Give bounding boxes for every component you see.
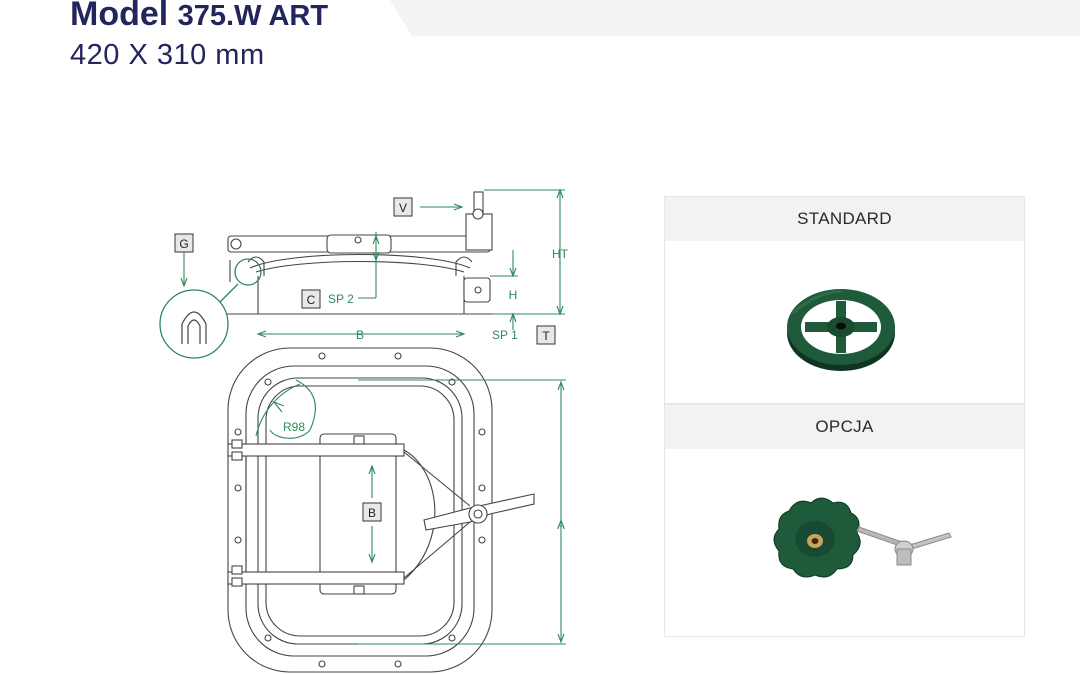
- top-dimensions: [255, 379, 566, 645]
- dimension-texts: HT H SP 1 SP 2 B A R98: [283, 247, 569, 532]
- handle-hub: [468, 504, 488, 524]
- wing-nut-icon: [856, 526, 952, 566]
- technical-drawing: V G C T B HT H SP 1 SP 2 B A R98: [159, 188, 569, 673]
- standard-header: STANDARD: [665, 197, 1024, 241]
- label-box-b: [362, 502, 382, 522]
- label-box-v: [393, 197, 413, 217]
- standard-image-area: [665, 241, 1024, 403]
- handwheel-icon: [787, 289, 895, 371]
- detail-g: [159, 258, 262, 359]
- outer-flange: [227, 347, 493, 673]
- lid-plate: [319, 433, 397, 595]
- title-model-number: 375.W ART: [177, 0, 329, 32]
- label-t: T: [542, 329, 550, 343]
- lid-dome: [249, 253, 471, 269]
- dim-h: H: [509, 288, 518, 302]
- dim-ht: HT: [552, 247, 569, 261]
- top-view: [227, 347, 535, 673]
- radius-callout: [269, 379, 316, 439]
- knob-and-wing-nut-icon: [773, 497, 952, 578]
- label-boxes: V G C T B: [174, 197, 556, 522]
- label-box-g: [174, 233, 194, 253]
- hinge-pin: [230, 238, 242, 250]
- lid-dome-inner: [255, 260, 465, 273]
- clamp-arc: [403, 449, 436, 581]
- header-band: [390, 0, 1080, 36]
- hinge-bar-bottom: [227, 571, 405, 585]
- right-seal: [455, 256, 473, 276]
- latch-block: [463, 277, 491, 303]
- standard-panel: STANDARD: [664, 196, 1025, 404]
- side-view: [226, 191, 495, 315]
- label-c: C: [307, 293, 316, 307]
- label-box-t: [536, 325, 556, 345]
- side-dimensions: [180, 188, 565, 338]
- dim-sp1: SP 1: [492, 328, 518, 342]
- option-title: OPCJA: [815, 417, 874, 436]
- label-box-c: [301, 289, 321, 309]
- option-image-area: [665, 449, 1024, 636]
- page-subtitle: 420 X 310 mm: [70, 39, 265, 71]
- handle-hole: [354, 236, 362, 244]
- radius-arc: [255, 383, 301, 437]
- option-header: OPCJA: [665, 405, 1024, 449]
- title-word: Model: [70, 0, 169, 33]
- label-b: B: [368, 506, 376, 520]
- dim-b: B: [356, 328, 364, 342]
- star-knob-icon: [773, 497, 861, 578]
- spindle-knob: [472, 208, 484, 220]
- dim-sp2: SP 2: [328, 292, 354, 306]
- label-g: G: [179, 237, 188, 251]
- standard-title: STANDARD: [797, 209, 892, 228]
- dim-r98: R98: [283, 420, 305, 434]
- option-panel: OPCJA: [664, 404, 1025, 637]
- hinge-bar-top: [227, 443, 405, 457]
- page-title: Model 375.W ART: [70, 0, 328, 36]
- inner-frame: [257, 377, 463, 645]
- label-v: V: [399, 201, 407, 215]
- left-seal: [247, 256, 265, 276]
- spindle-block: [465, 213, 493, 251]
